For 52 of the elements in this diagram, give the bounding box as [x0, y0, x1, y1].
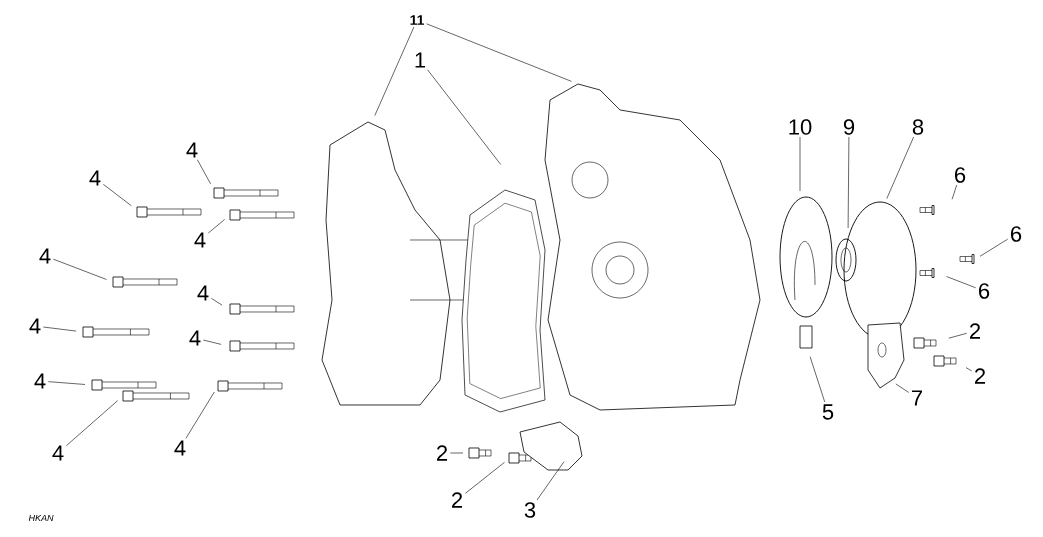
leader-line — [427, 69, 501, 165]
callout-number: 4 — [194, 232, 206, 248]
leader-line — [53, 258, 107, 280]
callout-number: 6 — [1011, 226, 1022, 242]
callout-number: 4 — [39, 248, 51, 264]
callout-number: 11 — [410, 15, 425, 25]
leader-line — [536, 461, 565, 501]
leader-line — [450, 452, 464, 454]
callout-number: 4 — [197, 285, 209, 301]
leader-line — [946, 276, 976, 289]
leader-line — [886, 136, 914, 199]
callout-number: 7 — [912, 390, 922, 406]
leader-line — [374, 26, 415, 116]
leader-line — [465, 462, 505, 494]
leader-line — [426, 23, 572, 82]
callout-number: 4 — [186, 142, 198, 158]
leader-line — [965, 367, 972, 372]
callout-number: 10 — [789, 119, 812, 135]
callout-number: 5 — [822, 404, 834, 420]
callout-number: 2 — [970, 323, 980, 339]
callout-number: 4 — [29, 318, 41, 334]
leader-line — [208, 219, 225, 234]
leader-line — [197, 159, 211, 185]
callout-number: 6 — [979, 283, 990, 299]
callout-number: 9 — [843, 119, 855, 135]
leader-line — [847, 136, 850, 229]
callout-number: 6 — [955, 167, 966, 183]
callout-number: 4 — [189, 330, 201, 346]
leader-line — [895, 383, 909, 393]
leader-line — [799, 136, 801, 192]
leader-line — [66, 400, 118, 446]
leader-line — [979, 238, 1008, 257]
leader-line — [203, 339, 222, 345]
leader-line — [43, 326, 77, 332]
callout-number: 4 — [89, 170, 101, 186]
leader-line — [211, 298, 223, 306]
leader-line — [809, 356, 826, 403]
leader-line — [103, 184, 132, 207]
callout-number: 4 — [52, 445, 64, 461]
callout-number: 2 — [452, 492, 463, 508]
callout-number: 2 — [975, 368, 985, 384]
callout-number: 2 — [437, 445, 448, 461]
leader-line — [48, 381, 86, 385]
callout-number: 4 — [174, 440, 186, 456]
callout-number: 8 — [912, 119, 924, 135]
leader-line — [185, 391, 215, 439]
leader-line — [951, 184, 958, 200]
leader-line — [948, 332, 967, 339]
drawing-code: HKAN — [28, 514, 54, 522]
callout-number: 3 — [524, 502, 536, 518]
callout-number: 4 — [34, 373, 46, 389]
callout-number: 1 — [415, 52, 426, 68]
